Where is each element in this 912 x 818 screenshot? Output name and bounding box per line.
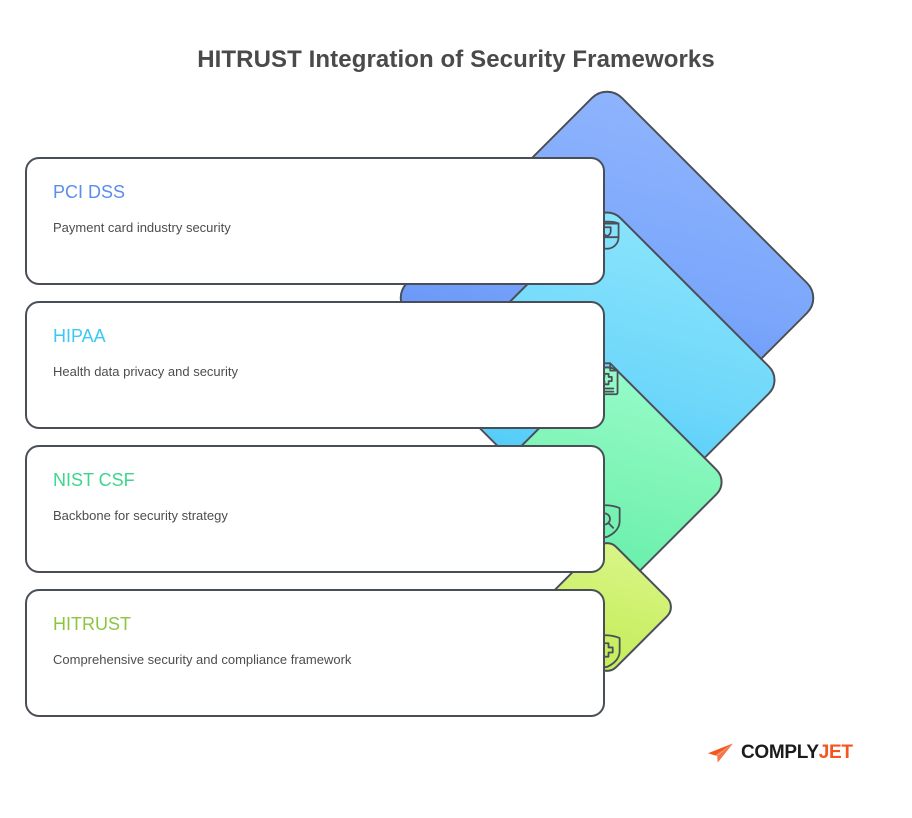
framework-card-hipaa[interactable]: HIPAA Health data privacy and security xyxy=(25,301,605,429)
card-description: Health data privacy and security xyxy=(53,363,238,379)
framework-card-pci-dss[interactable]: PCI DSS Payment card industry security xyxy=(25,157,605,285)
logo-accent-text: JET xyxy=(818,742,853,763)
card-title: NIST CSF xyxy=(53,470,135,490)
card-description: Payment card industry security xyxy=(53,219,231,235)
logo-text: COMPLYJET xyxy=(741,742,853,764)
card-description: Comprehensive security and compliance fr… xyxy=(53,651,352,667)
card-title: HIPAA xyxy=(53,326,106,346)
logo-primary-text: COMPLY xyxy=(741,742,819,763)
page-title: HITRUST Integration of Security Framewor… xyxy=(197,46,715,73)
card-title: HITRUST xyxy=(53,614,131,634)
card-description: Backbone for security strategy xyxy=(53,507,228,523)
framework-card-hitrust[interactable]: HITRUST Comprehensive security and compl… xyxy=(25,589,605,717)
framework-card-nist-csf[interactable]: NIST CSF Backbone for security strategy xyxy=(25,445,605,573)
complyjet-logo[interactable]: COMPLYJET xyxy=(707,742,853,764)
card-title: PCI DSS xyxy=(53,182,126,202)
paper-plane-icon xyxy=(707,743,734,763)
